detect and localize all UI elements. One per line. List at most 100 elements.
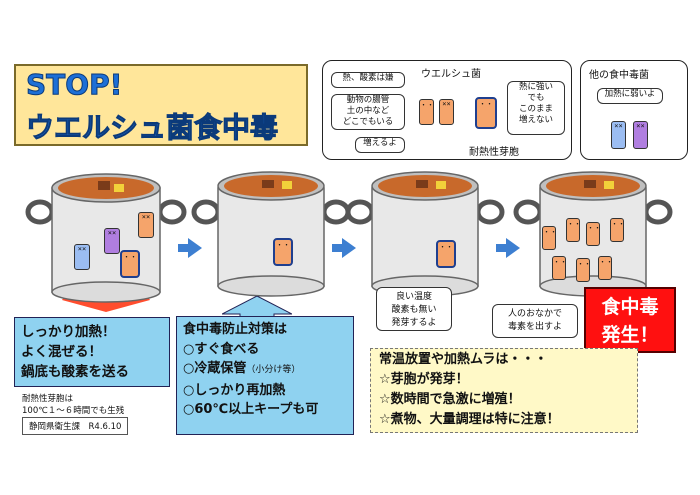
outbreak-badge: 食中毒 発生！	[584, 287, 676, 353]
bubble-multiply: 増えるよ	[355, 137, 405, 153]
bubble-oxygen: 熱、酸素は嫌	[331, 72, 405, 88]
bubble-temperature: 良い温度 酸素も無い 発芽するよ	[376, 287, 452, 331]
welch-germ-icon: ・・	[419, 99, 434, 125]
welch-germ-icon: ・・	[566, 218, 581, 242]
arrow-stem	[496, 244, 506, 252]
prevention-title: 食中毒防止対策は	[183, 322, 288, 337]
other-germ-icon: ××	[611, 121, 626, 149]
spore-line: 熱に強い	[518, 82, 553, 92]
arrow-right-icon	[506, 238, 520, 258]
pot-heating	[25, 173, 187, 312]
outbreak-line: 発生！	[601, 324, 659, 346]
spore-line: このまま	[518, 104, 553, 114]
potato-icon	[282, 181, 292, 189]
welch-germ-icon: ××	[138, 212, 154, 238]
arrow-stem	[332, 244, 342, 252]
welch-germ-icon: ××	[439, 99, 454, 125]
outbreak-line: 食中毒	[601, 296, 659, 318]
warning-line: ☆煮物、大量調理は特に注意！	[379, 412, 560, 427]
prevention-item: ○すぐ食べる	[183, 341, 260, 357]
prevention-item: ○冷蔵保管（小分け等）	[183, 359, 353, 381]
pot-body	[217, 187, 325, 287]
pot-germinating	[345, 171, 505, 297]
pot-handle	[643, 199, 673, 225]
meat-icon	[98, 181, 110, 190]
welch-germ-icon: ・・	[542, 226, 557, 250]
pot-handle	[321, 199, 351, 225]
welch-germ-icon: ・・	[552, 256, 567, 280]
temp-line: 発芽するよ	[391, 318, 437, 328]
heat-line: よく混ぜる！	[21, 344, 102, 360]
spore-line: でも	[527, 93, 545, 103]
habitat-line: どこでもいる	[342, 117, 394, 127]
welch-germ-icon: ・・	[576, 258, 591, 282]
arrow-right-icon	[188, 238, 202, 258]
prevention-item: ○60℃以上キープも可	[183, 402, 319, 417]
spore-note: 耐熱性芽胞は 100℃１～６時間でも生残	[22, 392, 124, 416]
arrow-right-icon	[342, 238, 356, 258]
toxin-line: 人のおなかで	[507, 309, 562, 319]
title-banner: STOP! ウエルシュ菌食中毒	[14, 64, 308, 146]
spore-line: 増えない	[518, 115, 553, 125]
toxin-line: 毒素を出すよ	[507, 322, 562, 332]
bubble-toxin: 人のおなかで 毒素を出すよ	[492, 304, 578, 338]
arrow-up-icon	[222, 296, 292, 320]
other-panel-header: 他の食中毒菌	[589, 70, 649, 81]
warning-line: ☆数時間で急激に増殖！	[379, 392, 521, 407]
other-germ-icon: ××	[74, 244, 90, 270]
meat-icon	[416, 180, 428, 188]
spore-icon: ・・	[475, 97, 497, 129]
meat-icon	[262, 180, 274, 188]
arrow-stem	[178, 244, 188, 252]
pot-body	[371, 187, 479, 287]
pot-handle	[157, 199, 187, 225]
pot-cooling	[191, 171, 351, 297]
meat-icon	[584, 180, 596, 188]
spore-note-line: 100℃１～６時間でも生残	[22, 406, 125, 416]
welch-germ-icon: ・・	[586, 222, 601, 246]
pot-handle	[25, 199, 55, 225]
temp-line: 酸素も無い	[391, 305, 437, 315]
other-germ-icon: ××	[104, 228, 120, 254]
habitat-line: 土の中など	[346, 106, 390, 116]
bubble-heat-weak: 加熱に弱いよ	[597, 88, 663, 104]
pot-handle	[475, 199, 505, 225]
pot-handle	[513, 199, 543, 225]
warning-line: ☆芽胞が発芽！	[379, 372, 469, 387]
bubble-spore: 熱に強い でも このまま 増えない	[507, 81, 565, 135]
welch-info-panel: ウエルシュ菌 熱、酸素は嫌 動物の腸管 土の中など どこでもいる 増えるよ ・・…	[322, 60, 572, 160]
title-welch: ウエルシュ菌食中毒	[25, 111, 279, 145]
heat-line: 鍋底も酸素を送る	[21, 364, 129, 380]
spore-note-line: 耐熱性芽胞は	[22, 394, 74, 404]
spore-icon: ・・	[120, 250, 140, 278]
heat-advice-box: しっかり加熱！ よく混ぜる！ 鍋底も酸素を送る	[14, 317, 170, 387]
pot-bottom	[217, 275, 325, 297]
other-germ-icon: ××	[633, 121, 648, 149]
pot-bottom	[51, 281, 161, 303]
spore-label: 耐熱性芽胞	[469, 147, 519, 158]
welch-panel-header: ウエルシュ菌	[421, 69, 481, 80]
prevention-note: （小分け等）	[246, 365, 301, 375]
warning-box: 常温放置や加熱ムラは・・・ ☆芽胞が発芽！ ☆数時間で急激に増殖！ ☆煮物、大量…	[370, 348, 638, 433]
potato-icon	[436, 181, 446, 189]
spore-icon: ・・	[436, 240, 456, 268]
title-stop: STOP!	[25, 68, 123, 102]
prevention-item: ○しっかり再加熱	[183, 382, 286, 398]
welch-germ-icon: ・・	[610, 218, 625, 242]
prevention-box: 食中毒防止対策は ○すぐ食べる ○冷蔵保管（小分け等） ○しっかり再加熱 ○60…	[176, 316, 354, 435]
habitat-line: 動物の腸管	[346, 95, 390, 105]
welch-germ-icon: ・・	[598, 256, 613, 280]
warning-line: 常温放置や加熱ムラは・・・	[379, 352, 548, 367]
bubble-habitat: 動物の腸管 土の中など どこでもいる	[331, 94, 405, 130]
heat-line: しっかり加熱！	[21, 324, 116, 340]
pot-handle	[191, 199, 221, 225]
pot-handle	[345, 199, 375, 225]
other-bacteria-panel: 他の食中毒菌 加熱に弱いよ ×× ××	[580, 60, 688, 160]
credit-label: 静岡県衛生課 R4.6.10	[22, 417, 129, 435]
prevention-item-text: ○冷蔵保管	[183, 361, 247, 376]
potato-icon	[604, 181, 614, 189]
spore-icon: ・・	[273, 238, 293, 266]
potato-icon	[114, 184, 124, 192]
temp-line: 良い温度	[395, 292, 432, 302]
